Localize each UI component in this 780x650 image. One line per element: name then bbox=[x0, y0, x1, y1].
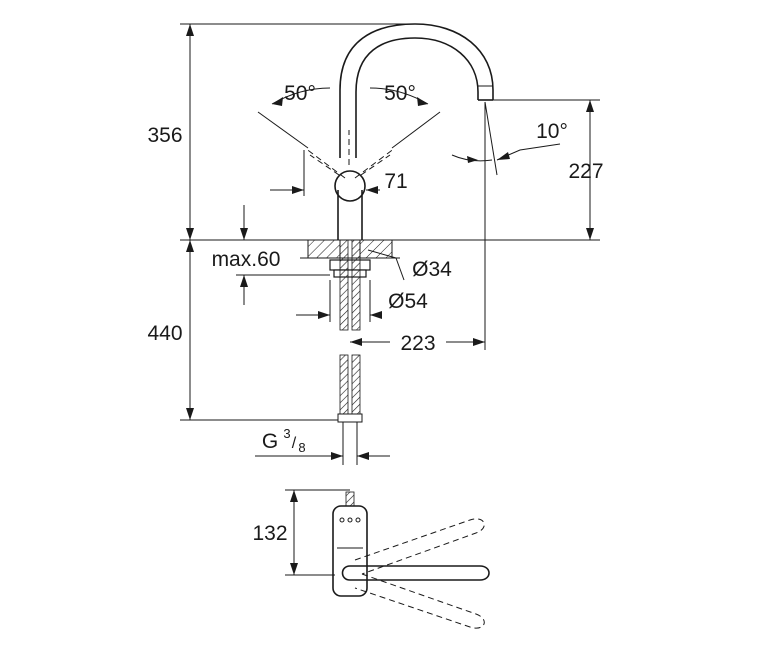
label-d34: Ø34 bbox=[412, 258, 452, 281]
label-132: 132 bbox=[252, 522, 287, 545]
label-thread-den: 8 bbox=[298, 440, 305, 455]
label-max60: max.60 bbox=[212, 248, 281, 271]
dimension-base-54: Ø54 bbox=[296, 280, 428, 322]
dimension-max-60: max.60 bbox=[212, 205, 330, 305]
faucet-side-view bbox=[304, 23, 600, 240]
label-g: G bbox=[262, 430, 278, 453]
dimension-height-356: 356 bbox=[147, 23, 410, 240]
dimension-hole-34: Ø34 bbox=[367, 249, 452, 281]
label-thread-slash: / bbox=[292, 435, 297, 452]
label-71: 71 bbox=[384, 170, 407, 193]
label-440: 440 bbox=[147, 322, 182, 345]
counter-section bbox=[300, 239, 400, 423]
label-d54: Ø54 bbox=[388, 290, 428, 313]
label-10deg: 10° bbox=[536, 120, 568, 143]
dimension-spout-227: 227 bbox=[568, 100, 604, 240]
label-223: 223 bbox=[400, 332, 435, 355]
dimension-lever-71: 71 bbox=[270, 150, 408, 196]
dimension-height-440: 440 bbox=[147, 240, 345, 421]
faucet-top-view: 132 bbox=[252, 489, 490, 629]
spout-angle-10: 10° bbox=[451, 101, 568, 176]
dimension-reach-223: 223 bbox=[350, 328, 485, 355]
label-thread-num: 3 bbox=[283, 426, 290, 441]
lever-angle-right: 50° bbox=[369, 82, 441, 149]
label-angle-left: 50° bbox=[284, 82, 316, 105]
dimension-thread-g38: G 3 / 8 bbox=[255, 422, 390, 465]
label-angle-right: 50° bbox=[384, 82, 416, 105]
label-356: 356 bbox=[147, 124, 182, 147]
label-227: 227 bbox=[568, 160, 603, 183]
lever-angle-left: 50° bbox=[257, 82, 331, 149]
